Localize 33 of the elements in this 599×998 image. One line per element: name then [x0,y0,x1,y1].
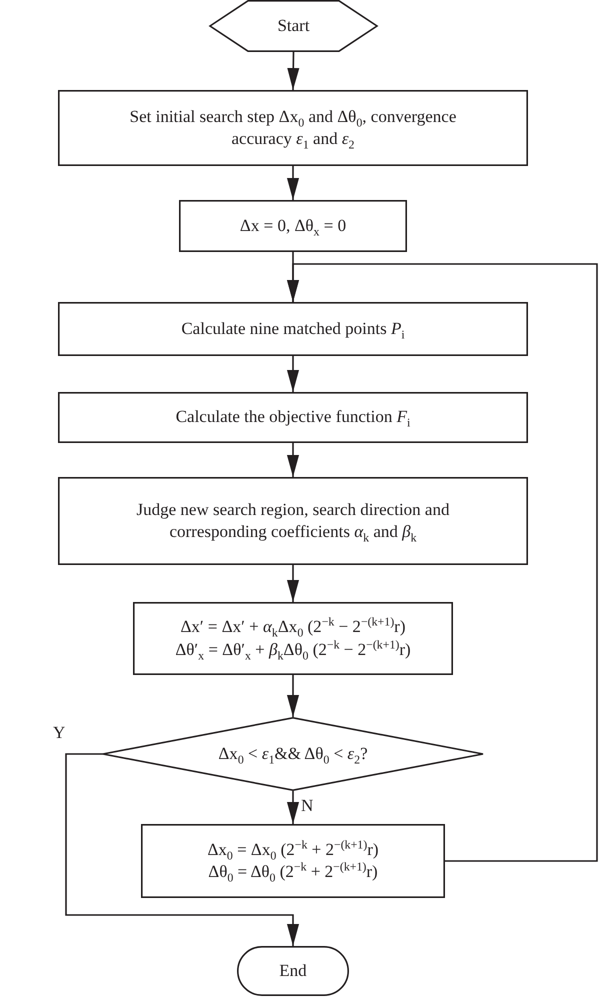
step-text: Δx = 0, Δθ$_{x}$ = 0 [240,214,346,238]
formula-text: Δx′ = Δx′ + α$_{k}$Δx$_{0}$ (2$^{−k}$ − 2$^{−(k+1)}$r) [180,616,406,638]
formula-text: Δx$_{0}$ = Δx$_{0}$ (2$^{−k}$ + 2$^{−(k+1)}$r) [207,838,379,861]
end-terminal [237,946,349,996]
step-text: Start [277,14,310,37]
step-text: Δx$_{0}$ < ε$_{1}$&& Δθ$_{0}$ < ε$_{2}$? [218,742,368,766]
arrow [286,263,598,862]
process-box [58,302,528,356]
arrow [286,166,300,200]
process-box [133,602,453,675]
edge-label: N [300,797,314,814]
arrow [286,443,300,477]
formula-text: Δθ′$_{x}$ = Δθ′$_{x}$ + β$_{k}$Δθ$_{0}$ (2$^{−k}$ − 2$^{−(k+1)}$r) [175,638,411,661]
step-text: Calculate the objective function F$_{i}$ [176,406,410,429]
arrow [287,52,300,90]
process-box [58,477,528,565]
process-box [179,200,407,252]
process-box [58,392,528,443]
step-text: Judge new search region, search direction and corresponding coefficients α$_{k}$ and β$_{k}$ [136,498,450,544]
start-hexagon [210,0,377,52]
decision-diamond [103,717,483,791]
arrow [286,791,300,824]
step-text: Set initial search step Δx$_{0}$ and Δθ$_{0}$, convergence accuracy ε$_{1}$ and ε$_{2}$ [128,106,458,150]
formula-text: Δθ$_{0}$ = Δθ$_{0}$ (2$^{−k}$ + 2$^{−(k+1)}$r) [208,861,378,884]
arrow [286,356,300,392]
step-text: End [279,960,307,982]
process-box [58,90,528,166]
process-box [141,824,445,898]
arrow [286,565,300,602]
arrow [65,753,300,946]
edge-label: Y [52,724,66,741]
arrow [286,675,300,717]
step-text: Calculate nine matched points P$_{i}$ [181,318,405,340]
